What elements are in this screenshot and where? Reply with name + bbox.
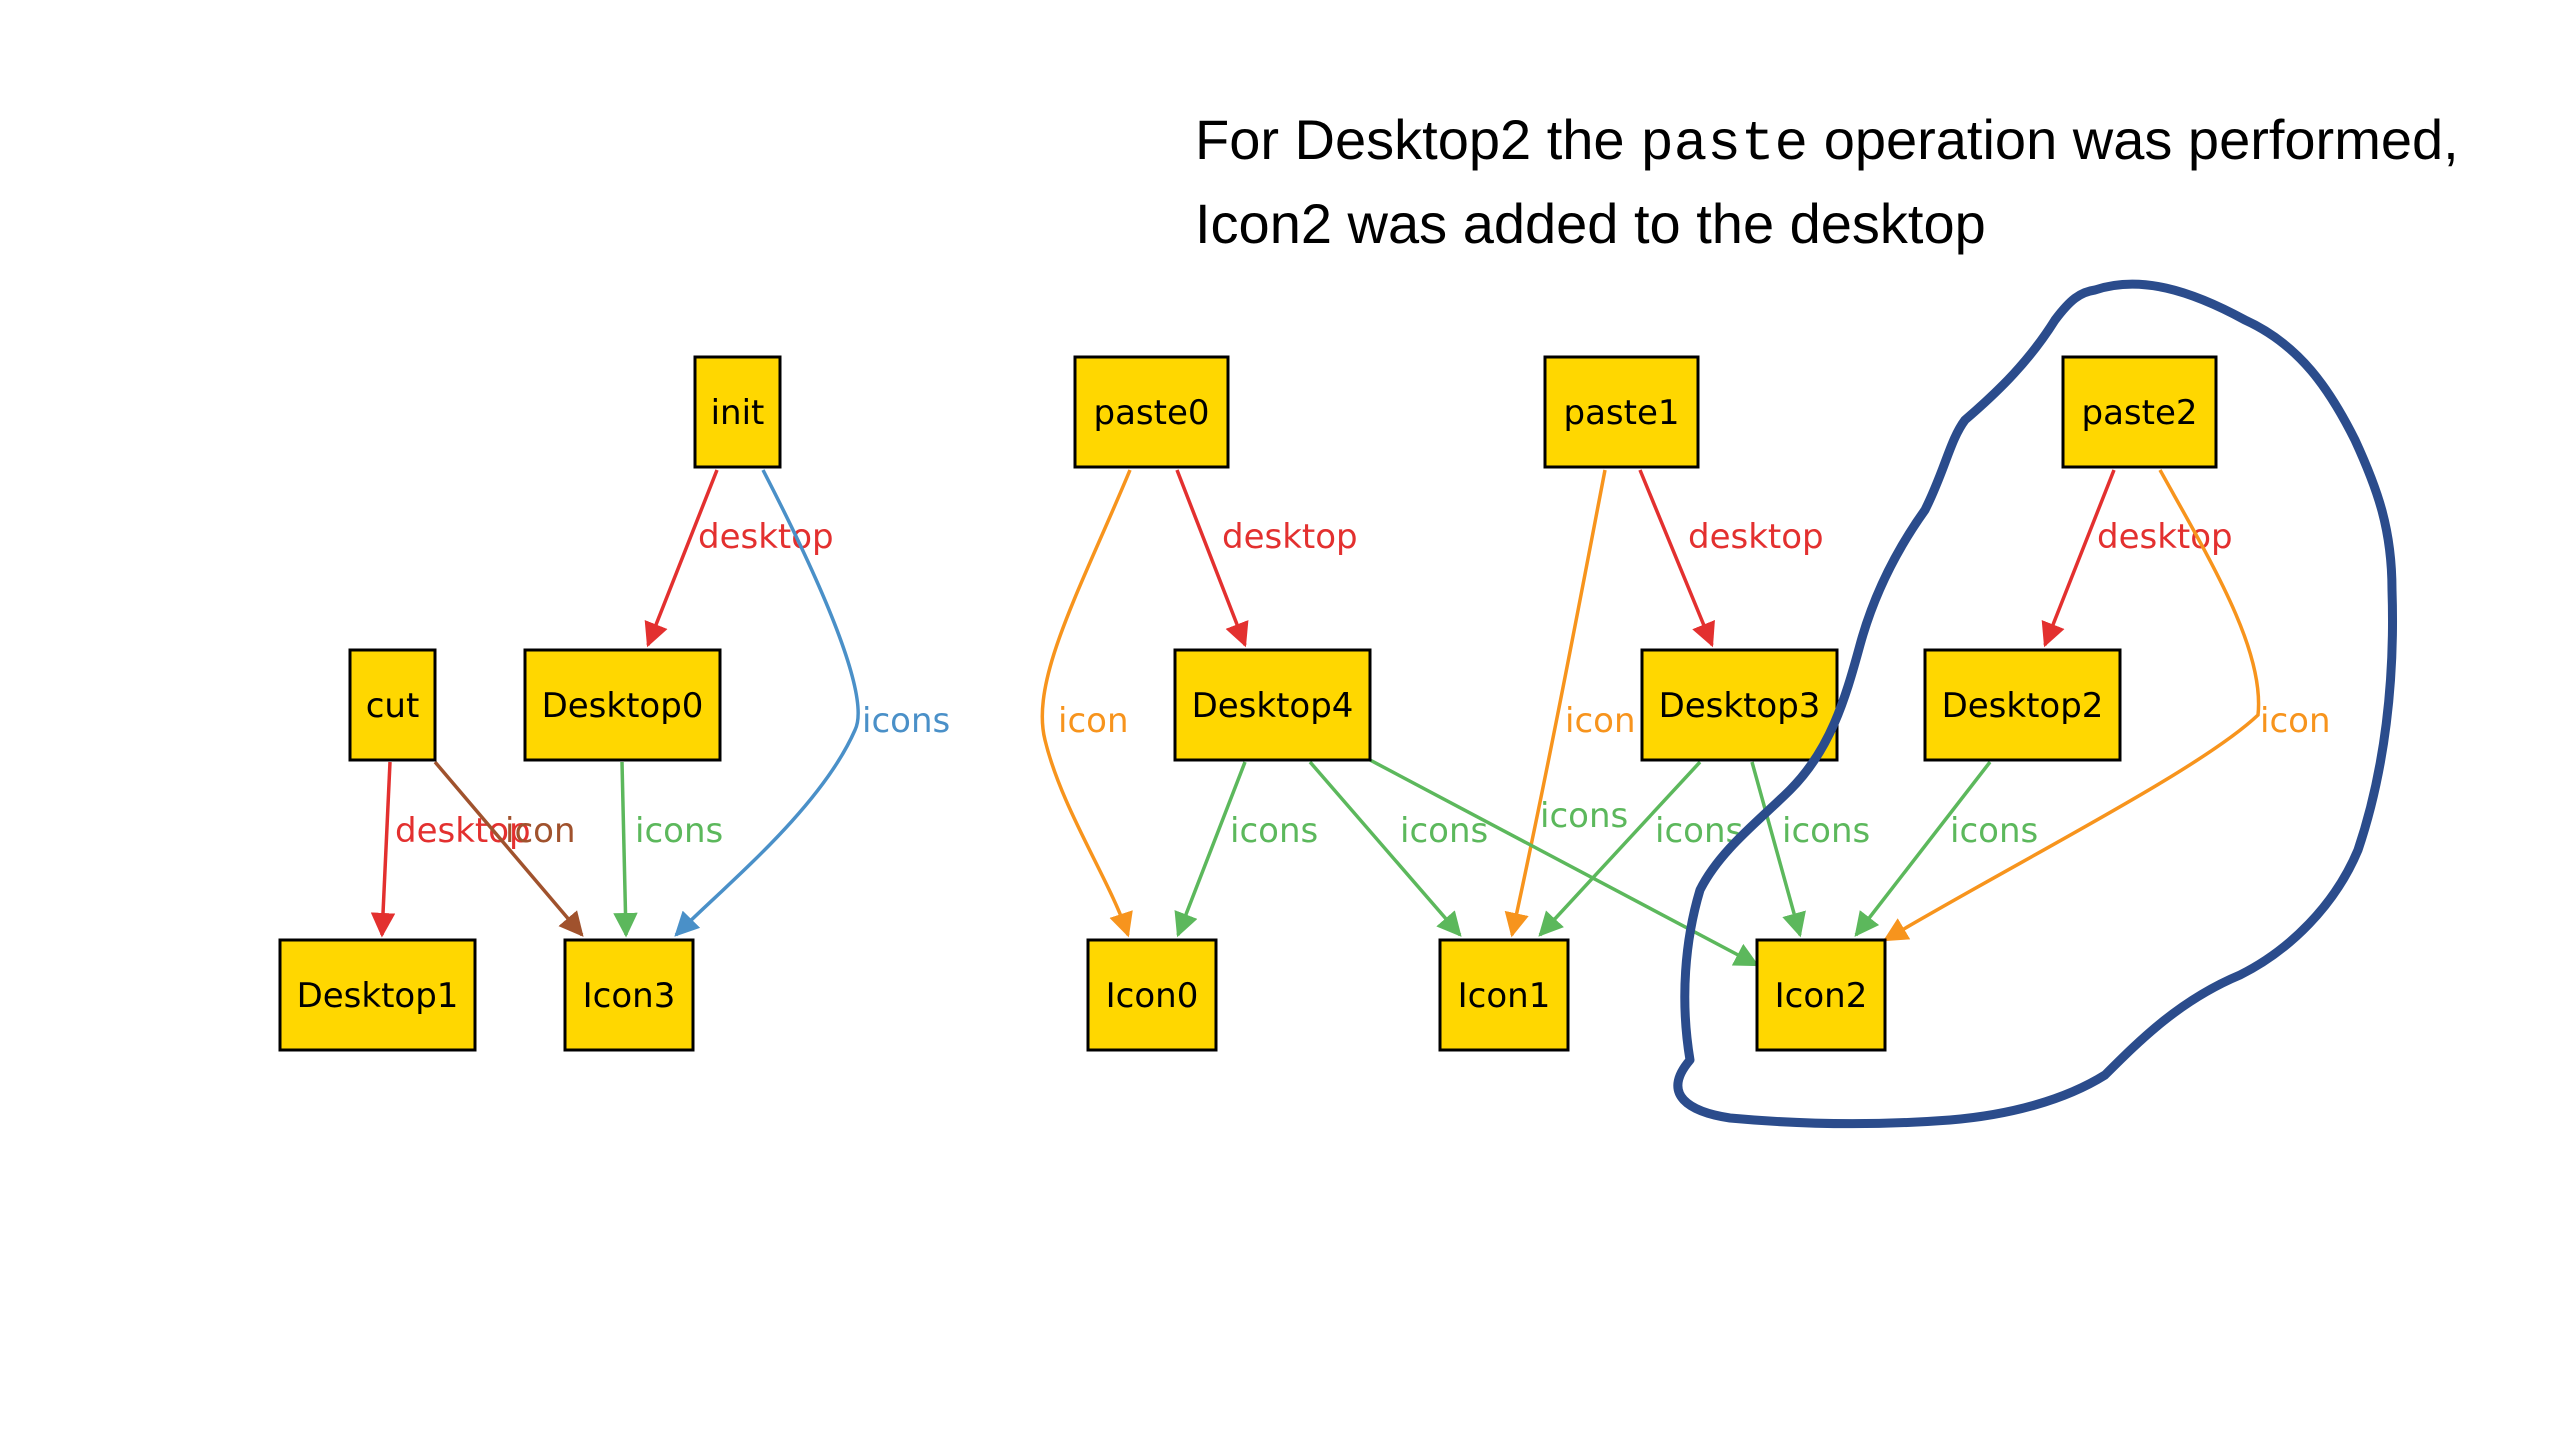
node-box (278, 938, 477, 1052)
node-box (1543, 355, 1700, 469)
node-label: Desktop0 (542, 686, 704, 726)
edge-Desktop3-Icon2: icons (1750, 761, 1870, 938)
node-box (1438, 938, 1570, 1052)
edge-label: icon (1058, 701, 1129, 741)
edge-paste0-Desktop4: desktop (1175, 469, 1358, 648)
edge-label: icon (1565, 701, 1636, 741)
node-box (2061, 355, 2218, 469)
node-label: paste2 (2081, 393, 2197, 433)
node-label: Icon0 (1106, 976, 1199, 1016)
caption-text-before: For Desktop2 the (1195, 108, 1641, 171)
highlight-loop (1673, 279, 2398, 1129)
edge-label: icons (1400, 811, 1488, 851)
edge-arrow (1538, 760, 1702, 937)
node-label: paste1 (1563, 393, 1679, 433)
edge-arrow (433, 760, 584, 937)
node-label: Desktop4 (1192, 686, 1354, 726)
node-label: init (711, 393, 765, 433)
node-box (523, 648, 722, 762)
node-box (1923, 648, 2122, 762)
edge-Desktop4-Icon0: icons (1174, 761, 1318, 938)
edge-label: desktop (395, 811, 531, 851)
node-Desktop0: Desktop0 (523, 648, 722, 762)
edge-arrow (370, 761, 396, 938)
node-label: paste0 (1093, 393, 1209, 433)
node-box (1173, 648, 1372, 762)
node-Icon1: Icon1 (1438, 938, 1570, 1052)
edge-arrow (1175, 469, 1249, 648)
edge-Desktop4-Icon1: icons (1308, 760, 1488, 937)
node-Desktop2: Desktop2 (1923, 648, 2122, 762)
node-label: cut (366, 686, 420, 726)
edge-label: desktop (1222, 517, 1358, 557)
node-box (1073, 355, 1230, 469)
node-box (693, 355, 782, 469)
edge-arrow (1504, 469, 1607, 938)
edge-label: icons (1230, 811, 1318, 851)
edge-label: icons (1782, 811, 1870, 851)
edge-label: icons (862, 701, 950, 741)
edge-label: icon (2260, 701, 2331, 741)
node-paste0: paste0 (1073, 355, 1230, 469)
node-label: Icon2 (1775, 976, 1868, 1016)
edge-label: icons (1950, 811, 2038, 851)
node-box (348, 648, 437, 762)
edge-arrow (1308, 760, 1462, 937)
edge-arrow (1174, 761, 1247, 938)
node-box (1086, 938, 1218, 1052)
node-box (1755, 938, 1887, 1052)
edge-label: icons (1540, 796, 1628, 836)
edge-arrow (2041, 469, 2116, 648)
edge-Desktop4-Icon2: icons (1369, 758, 1760, 967)
node-label: Desktop1 (297, 976, 459, 1016)
node-label: Icon1 (1458, 976, 1551, 1016)
edge-arrow (1882, 469, 2261, 942)
node-label: Desktop2 (1942, 686, 2104, 726)
edge-paste1-Icon1: icon (1504, 469, 1636, 938)
node-Desktop4: Desktop4 (1173, 648, 1372, 762)
node-Icon0: Icon0 (1086, 938, 1218, 1052)
caption-text-after: operation was performed, Icon2 was added… (1195, 108, 2459, 255)
edge-paste2-Icon2: icon (1882, 469, 2331, 942)
node-label: Icon3 (583, 976, 676, 1016)
edge-init-Desktop0: desktop (644, 469, 834, 648)
node-paste2: paste2 (2061, 355, 2218, 469)
edge-Desktop3-Icon1: icons (1538, 760, 1743, 937)
edge-arrow (1750, 761, 1806, 938)
node-Icon3: Icon3 (563, 938, 695, 1052)
edge-Desktop0-Icon3: icons (613, 761, 723, 938)
edge-paste2-Desktop2: desktop (2041, 469, 2233, 648)
edge-label: icon (505, 811, 576, 851)
node-label: Desktop3 (1659, 686, 1821, 726)
caption: For Desktop2 the paste operation was per… (1195, 100, 2495, 264)
edge-label: desktop (1688, 517, 1824, 557)
node-paste1: paste1 (1543, 355, 1700, 469)
caption-code: paste (1640, 112, 1809, 176)
node-box (563, 938, 695, 1052)
edge-label: desktop (698, 517, 834, 557)
edge-cut-Icon3: icon (433, 760, 584, 937)
edge-label: icons (635, 811, 723, 851)
edge-arrow (1854, 760, 1992, 937)
edge-Desktop2-Icon2: icons (1854, 760, 2038, 937)
node-cut: cut (348, 648, 437, 762)
node-Desktop3: Desktop3 (1640, 648, 1839, 762)
edge-arrow (1369, 758, 1760, 967)
edge-arrow (644, 469, 719, 648)
edge-arrow (1040, 469, 1133, 938)
node-Desktop1: Desktop1 (278, 938, 477, 1052)
node-init: init (693, 355, 782, 469)
edge-init-Icon3: icons (674, 469, 950, 937)
node-Icon2: Icon2 (1755, 938, 1887, 1052)
edge-paste1-Desktop3: desktop (1638, 469, 1824, 648)
edge-arrow (613, 761, 638, 938)
edge-paste0-Icon0: icon (1040, 469, 1133, 938)
edge-label: desktop (2097, 517, 2233, 557)
edge-arrow (674, 469, 860, 937)
edge-arrow (1638, 469, 1715, 648)
edge-cut-Desktop1: desktop (370, 761, 531, 938)
